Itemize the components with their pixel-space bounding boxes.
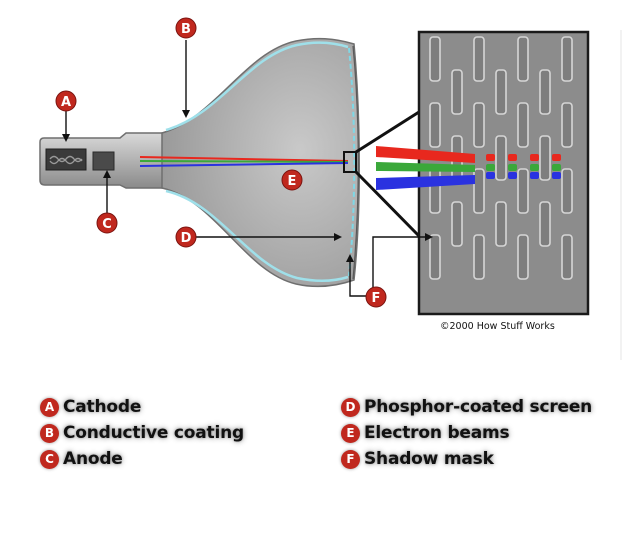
- mask-slot: [561, 102, 573, 148]
- mask-slot: [539, 69, 551, 115]
- mask-slot: [539, 201, 551, 247]
- magnified-beams: [376, 146, 561, 190]
- mask-slot: [473, 234, 485, 280]
- mask-slot: [473, 168, 485, 214]
- legend-label-phosphor-screen: Phosphor-coated screen: [364, 397, 593, 417]
- svg-text:A: A: [61, 95, 71, 110]
- legend-badge-b: B: [40, 423, 59, 443]
- mask-slot: [561, 168, 573, 214]
- svg-text:C: C: [102, 217, 112, 232]
- beam-dash: [508, 164, 517, 171]
- mask-slot: [429, 234, 441, 280]
- mask-slot: [517, 102, 529, 148]
- mask-slot: [517, 168, 529, 214]
- beam-dash: [530, 154, 539, 161]
- mask-slot: [561, 36, 573, 82]
- mask-slot: [429, 168, 441, 214]
- mask-slot: [517, 36, 529, 82]
- svg-text:B: B: [181, 22, 191, 37]
- legend-item-phosphor-screen: D Phosphor-coated screen: [341, 395, 592, 419]
- legend-item-electron-beams: E Electron beams: [341, 421, 510, 445]
- electron-beams: [139, 156, 349, 167]
- mask-slot: [495, 69, 507, 115]
- screen-detail-box: [343, 151, 357, 173]
- phosphor-screen: [348, 47, 356, 277]
- legend-label-cathode: Cathode: [63, 397, 142, 417]
- mask-slot: [451, 201, 463, 247]
- legend-badge-d: D: [341, 397, 360, 417]
- beam-dash: [486, 164, 495, 171]
- cathode: [45, 148, 87, 171]
- legend-item-shadow-mask: F Shadow mask: [341, 447, 494, 471]
- legend-label-anode: Anode: [63, 449, 123, 469]
- legend-item-conductive-coating: B Conductive coating: [40, 421, 244, 445]
- marker-f: F: [365, 286, 387, 308]
- mask-slot: [517, 234, 529, 280]
- crt-diagram: ©2000 How Stuff Works A B C D E F: [39, 17, 622, 360]
- svg-text:F: F: [372, 291, 381, 306]
- marker-b: B: [175, 17, 197, 39]
- legend-badge-a: A: [40, 397, 59, 417]
- conductive-coating: [165, 41, 349, 132]
- svg-text:D: D: [181, 231, 192, 246]
- beam-dash: [530, 164, 539, 171]
- beam-dash: [530, 172, 539, 179]
- marker-d: D: [175, 226, 197, 248]
- legend-item-cathode: A Cathode: [40, 395, 141, 419]
- mask-slot: [451, 69, 463, 115]
- callout-lines: [62, 40, 433, 297]
- beam-dash: [508, 154, 517, 161]
- marker-c: C: [96, 212, 118, 234]
- copyright-text: ©2000 How Stuff Works: [440, 321, 555, 332]
- beam-dash: [486, 154, 495, 161]
- mask-slot: [429, 102, 441, 148]
- beam-dash: [552, 164, 561, 171]
- zoom-line-top: [355, 110, 420, 154]
- legend-label-shadow-mask: Shadow mask: [364, 449, 494, 469]
- mask-slot: [561, 234, 573, 280]
- legend-badge-c: C: [40, 449, 59, 469]
- mask-slot: [495, 201, 507, 247]
- svg-text:E: E: [288, 174, 297, 189]
- legend-item-anode: C Anode: [40, 447, 123, 471]
- anode: [92, 151, 115, 171]
- mask-slot: [495, 135, 507, 181]
- zoom-line-bottom: [354, 170, 421, 238]
- legend: A Cathode B Conductive coating C Anode D…: [0, 393, 638, 483]
- legend-label-conductive-coating: Conductive coating: [63, 423, 244, 443]
- shadow-mask-panel: [376, 30, 590, 316]
- beam-dash: [552, 172, 561, 179]
- beam-dash: [508, 172, 517, 179]
- legend-badge-e: E: [341, 423, 360, 443]
- marker-a: A: [55, 90, 77, 112]
- mask-slot: [473, 36, 485, 82]
- mask-slot: [539, 135, 551, 181]
- beam-dash: [552, 154, 561, 161]
- legend-badge-f: F: [341, 449, 360, 469]
- beam-dash: [486, 172, 495, 179]
- mask-slot: [429, 36, 441, 82]
- legend-label-electron-beams: Electron beams: [364, 423, 510, 443]
- mask-slot: [473, 102, 485, 148]
- marker-e: E: [281, 169, 303, 191]
